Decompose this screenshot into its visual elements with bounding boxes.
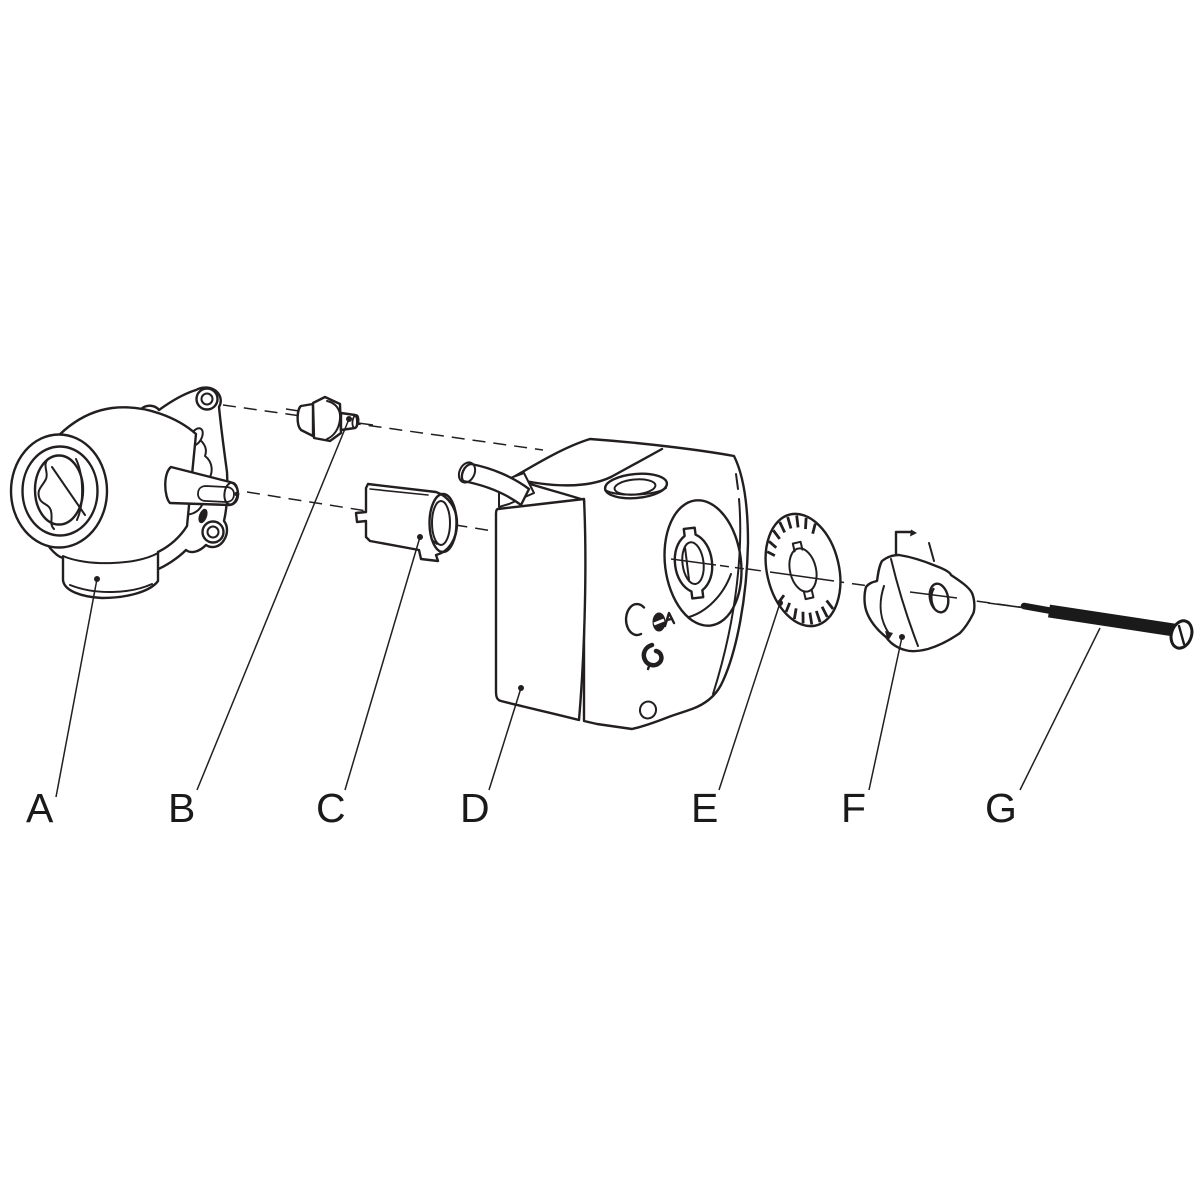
axis-dash-on-recess	[719, 564, 747, 570]
knob-rotation-arc	[879, 585, 891, 636]
flange-ear-hole-lowerright-outer	[201, 520, 225, 544]
axis-solid-through-coupling	[670, 558, 717, 566]
part-label-e: E	[691, 785, 718, 831]
shaft-coupling-flat	[684, 546, 691, 581]
part-labels: A B C D E F G	[26, 785, 1017, 831]
axis-solid-near-fitting	[285, 408, 374, 426]
manual-override-collar	[624, 602, 646, 637]
manual-override-slot	[653, 618, 665, 626]
direction-arrow-mark	[663, 611, 676, 628]
axis-overlay-segments	[670, 558, 1027, 609]
dial-hole-bottom-notch	[802, 588, 815, 601]
leader-dot-d	[518, 685, 524, 691]
screw-head-slot	[1177, 624, 1186, 646]
pipe-port-ring-middle	[21, 445, 99, 537]
actuator-front-cover	[494, 497, 587, 722]
dial-face	[766, 515, 835, 625]
leader-dot-b	[346, 416, 352, 422]
sleeve-top-edge-line	[369, 488, 429, 496]
cable-end-cap	[457, 461, 477, 484]
sleeve-mouth-rim	[428, 492, 458, 554]
part-label-d: D	[460, 785, 490, 831]
part-label-a: A	[26, 785, 54, 831]
axis-solid-through-dial	[769, 571, 835, 582]
axis-solid-through-knob	[909, 591, 958, 599]
housing-bottom-hole	[638, 700, 658, 720]
crank-symbol-stem	[646, 662, 652, 671]
port-inner-passage-contour	[37, 458, 55, 530]
part-d-actuator	[457, 437, 750, 731]
leader-line-f	[868, 636, 903, 791]
part-g-screw	[1020, 602, 1194, 650]
leader-line-d	[488, 687, 522, 791]
actuator-lid-side-edge	[609, 447, 664, 479]
valve-body-shoulder-line	[62, 552, 159, 565]
leader-dot-f	[899, 634, 905, 640]
knob-body	[863, 553, 976, 653]
leader-dot-c	[417, 534, 423, 540]
sleeve-bore-notch	[431, 539, 438, 545]
sleeve-body	[354, 482, 459, 563]
shaft-coupling	[673, 526, 714, 600]
port-inner-arc	[75, 458, 84, 521]
flange-ear-hole-lowerright-inner	[206, 525, 220, 539]
part-c-coupling-sleeve	[354, 482, 459, 563]
leader-dot-a	[94, 576, 100, 582]
shaft-recess-inner-arc	[688, 573, 732, 618]
part-label-c: C	[316, 785, 346, 831]
dial-center-hole	[788, 547, 818, 593]
knob-hole-shadow	[930, 587, 936, 610]
shaft-coupling-outer	[673, 526, 714, 600]
pipe-port-ring-outer	[9, 433, 109, 549]
housing-edge-tick	[735, 473, 739, 490]
leader-line-c	[344, 536, 421, 791]
leader-dot-e	[777, 600, 783, 606]
shaft-recess-ring	[663, 499, 743, 627]
part-e-indicator-dial	[764, 512, 842, 628]
fitting-hex-body	[311, 395, 343, 443]
fitting-left-stub	[296, 402, 315, 438]
knob-pointer-flag-tip	[910, 529, 917, 537]
knob-rotation-arrowhead	[885, 631, 893, 641]
knob-top-crease	[928, 542, 935, 562]
valve-body-bottom-rim	[69, 583, 153, 593]
knob-inner-crease	[890, 558, 919, 647]
leader-lines	[55, 416, 1101, 798]
screw-tip	[1020, 602, 1056, 615]
flange-ear-hole-top-outer	[195, 387, 219, 411]
flange-ear-hole-top-inner	[200, 392, 214, 406]
top-collar-outer	[603, 472, 669, 500]
dial-disc	[764, 512, 842, 628]
dial-hole-top-notch	[791, 540, 804, 553]
part-a-valve-body	[9, 386, 240, 600]
cable	[460, 462, 531, 507]
part-f-override-knob	[863, 529, 976, 653]
shaft-coupling-bore	[681, 541, 705, 586]
housing-side-crease	[712, 498, 742, 695]
part-label-g: G	[985, 785, 1017, 831]
axis-dashed-line-top	[222, 404, 544, 451]
dial-tick-marks	[766, 515, 835, 625]
valve-stem-flat-highlight	[197, 485, 235, 503]
screw-shaft	[1048, 604, 1175, 637]
actuator-housing	[510, 437, 750, 731]
part-label-b: B	[168, 785, 195, 831]
fitting-stub-end-cap	[351, 414, 360, 429]
crank-symbol-icon	[641, 642, 664, 668]
leader-line-e	[718, 602, 781, 791]
port-inner-diagonal-edge	[51, 466, 86, 516]
leader-line-b	[196, 418, 350, 791]
part-label-f: F	[841, 785, 866, 831]
leader-line-a	[55, 578, 98, 798]
top-collar-base-arc	[604, 487, 667, 496]
flange-slot-hole-3	[198, 508, 208, 524]
valve-stem-center-point	[234, 491, 240, 497]
sleeve-bore	[431, 500, 451, 546]
axis-solid-into-screw	[987, 602, 1027, 609]
knob-pointer-flag	[894, 530, 913, 557]
leader-line-g	[1019, 627, 1101, 791]
